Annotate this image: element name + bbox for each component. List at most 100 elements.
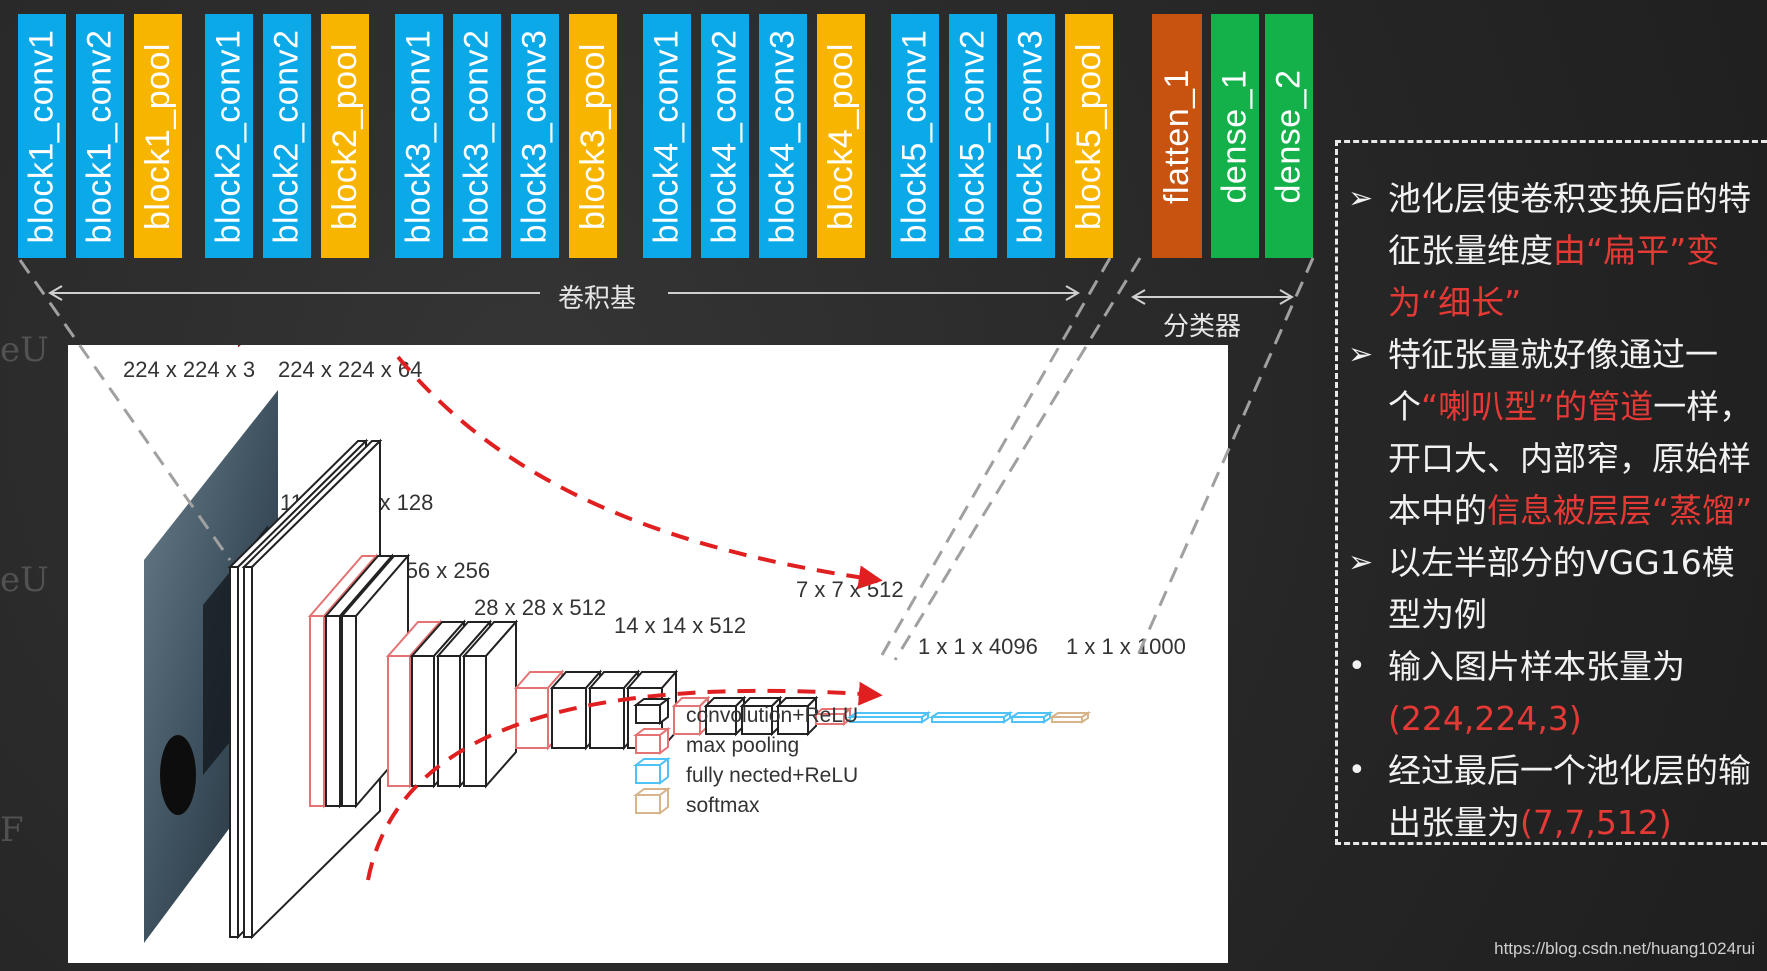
legend-item: max pooling [633, 727, 799, 757]
fc1-tensor [846, 711, 932, 724]
layer-block4-conv2: block4_conv2 [701, 14, 749, 258]
layer-label: block4_conv2 [705, 29, 744, 243]
legend-label: max pooling [686, 734, 799, 757]
layer-label: block3_conv1 [399, 29, 438, 243]
chalk-scribble-left-3: F [0, 810, 24, 850]
layer-label: block1_conv1 [22, 29, 61, 243]
legend-item: convolution+ReLU [633, 697, 858, 727]
note-text-part: 特征张量就好像通过一个 [1388, 335, 1718, 426]
bullet-icon: • [1348, 753, 1366, 788]
layer-block2-pool: block2_pool [321, 14, 369, 258]
legend: convolution+ReLU max pooling fully nected+… [633, 697, 858, 817]
dim-label-fc: 1 x 1 x 4096 [918, 634, 1038, 659]
layer-label: block5_pool [1069, 42, 1108, 230]
note-text-part: 经过最后一个池化层的输出张量为 [1388, 751, 1751, 842]
legend-label: convolution+ReLU [686, 704, 858, 727]
layer-label: block3_conv2 [457, 29, 496, 243]
layer-block5-conv2: block5_conv2 [949, 14, 997, 258]
upper-funnel-arrow [396, 355, 883, 590]
note-item: • 经过最后一个池化层的输出张量为(7,7,512) [1348, 745, 1767, 849]
layer-label: block4_conv1 [647, 29, 686, 243]
chalk-scribble-left: eU [0, 330, 49, 370]
layer-block1-pool: block1_pool [134, 14, 182, 258]
legend-label: softmax [686, 794, 760, 817]
layer-label: block1_pool [138, 42, 177, 230]
layer-block3-conv2: block3_conv2 [453, 14, 501, 258]
layer-label: flatten_1 [1157, 68, 1196, 204]
layer-block1-conv1: block1_conv1 [18, 14, 66, 258]
arrow-bullet-icon: ➢ [1348, 545, 1374, 580]
arrow-bullet-icon: ➢ [1348, 181, 1374, 216]
highlighted-text: (7,7,512) [1520, 803, 1672, 842]
layer-label: block3_conv3 [515, 29, 554, 243]
watermark: https://blog.csdn.net/huang1024rui [1494, 939, 1755, 958]
note-text-part: 输入图片样本张量为 [1388, 647, 1685, 686]
lower-funnel-arrow [366, 681, 883, 881]
highlighted-text: 信息被层层“蒸馏” [1487, 491, 1753, 530]
layer-label: block2_pool [325, 42, 364, 230]
arrow-bullet-icon: ➢ [1348, 337, 1374, 372]
vgg16-diagram: 224 x 224 x 3 224 x 224 x 64 112 x 112 x… [68, 345, 1228, 963]
layer-flatten-1: flatten_1 [1152, 14, 1202, 258]
legend-item: softmax [633, 787, 760, 817]
layer-block5-conv3: block5_conv3 [1007, 14, 1055, 258]
dim-label-conv5: 14 x 14 x 512 [614, 613, 746, 638]
classifier-label: 分类器 [1163, 312, 1242, 342]
dim-label-conv4: 28 x 28 x 512 [474, 595, 606, 620]
layer-block3-conv3: block3_conv3 [511, 14, 559, 258]
layer-label: block4_pool [821, 42, 860, 230]
layer-block3-conv1: block3_conv1 [395, 14, 443, 258]
dim-label-pool5: 7 x 7 x 512 [796, 577, 904, 602]
layer-label: dense_2 [1269, 69, 1308, 203]
layer-label: block1_conv2 [80, 29, 119, 243]
layer-block5-conv1: block5_conv1 [891, 14, 939, 258]
note-text: 以左半部分的VGG16模型为例 [1388, 537, 1767, 641]
layer-block4-conv1: block4_conv1 [643, 14, 691, 258]
layer-block3-pool: block3_pool [569, 14, 617, 258]
conv-base-label: 卷积基 [558, 284, 637, 314]
note-item: • 输入图片样本张量为(224,224,3) [1348, 641, 1767, 745]
layer-label: block5_conv3 [1011, 29, 1050, 243]
note-item: ➢ 池化层使卷积变换后的特征张量维度由“扁平”变为“细长” [1348, 173, 1767, 329]
softmax-tensor [1048, 711, 1092, 724]
layer-label: block2_conv2 [267, 29, 306, 243]
bullet-icon: • [1348, 649, 1366, 684]
note-item: ➢ 特征张量就好像通过一个“喇叭型”的管道一样，开口大、内部窄，原始样本中的信息被… [1348, 329, 1767, 537]
note-text-part: 以左半部分的VGG16模型为例 [1388, 543, 1735, 634]
layer-dense-2: dense_2 [1265, 14, 1313, 258]
highlighted-text: “喇叭型”的管道 [1421, 387, 1654, 426]
layer-label: block2_conv1 [209, 29, 248, 243]
legend-label: fully nected+ReLU [686, 764, 858, 787]
block4-pool-tensor [671, 695, 711, 737]
dim-label-softmax: 1 x 1 x 1000 [1066, 634, 1186, 659]
layer-block2-conv2: block2_conv2 [263, 14, 311, 258]
layer-label: block5_conv1 [895, 29, 934, 243]
legend-item: fully nected+ReLU [633, 757, 858, 787]
conv-base-arrowhead-left [48, 285, 63, 301]
note-text: 输入图片样本张量为(224,224,3) [1388, 641, 1767, 745]
notes-panel: ➢ 池化层使卷积变换后的特征张量维度由“扁平”变为“细长” ➢ 特征张量就好像通过一个… [1335, 140, 1767, 845]
block3-conv3-tensor [461, 619, 519, 789]
layer-block2-conv1: block2_conv1 [205, 14, 253, 258]
note-text-part: 池化层使卷积变换后的特征张量维度 [1388, 179, 1751, 270]
layer-dense-1: dense_1 [1211, 14, 1259, 258]
note-text: 特征张量就好像通过一个“喇叭型”的管道一样，开口大、内部窄，原始样本中的信息被层… [1388, 329, 1767, 537]
note-text: 池化层使卷积变换后的特征张量维度由“扁平”变为“细长” [1388, 173, 1767, 329]
fc3-tensor [1008, 711, 1054, 724]
layer-label: dense_1 [1215, 69, 1254, 203]
layer-label: block3_pool [573, 42, 612, 230]
vgg16-architecture-figure: 224 x 224 x 3 224 x 224 x 64 112 x 112 x… [123, 345, 1186, 943]
note-item: ➢ 以左半部分的VGG16模型为例 [1348, 537, 1767, 641]
highlighted-text: 由“扁平”变为“细长” [1388, 231, 1720, 322]
note-text: 经过最后一个池化层的输出张量为(7,7,512) [1388, 745, 1767, 849]
note-text-part: 一样，开口大、内部窄，原始样本中的 [1388, 387, 1753, 530]
chalk-scribble-left-2: eU [0, 560, 49, 600]
layer-block4-pool: block4_pool [817, 14, 865, 258]
classifier-arrowhead-right [1279, 289, 1294, 305]
fc2-tensor [928, 711, 1014, 724]
layer-label: block5_conv2 [953, 29, 992, 243]
classifier-arrowhead-left [1131, 289, 1146, 305]
conv-base-arrowhead-right [1065, 285, 1080, 301]
layer-label: block4_conv3 [763, 29, 802, 243]
